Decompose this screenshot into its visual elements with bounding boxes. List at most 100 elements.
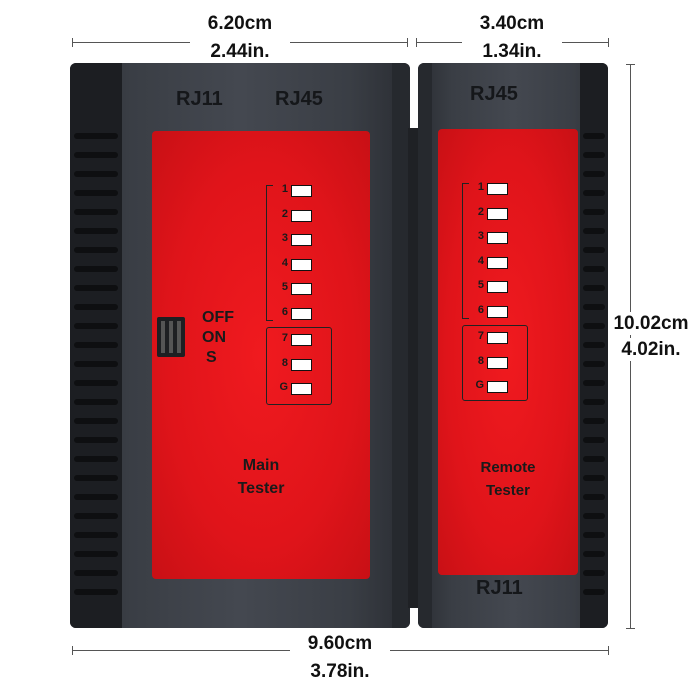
led-light xyxy=(487,356,508,369)
top-left-width-cm: 6.20cm xyxy=(190,12,290,35)
grip-ridge xyxy=(74,247,118,253)
led-light xyxy=(291,185,312,197)
led-number-label: 7 xyxy=(281,332,288,344)
grip-ridge xyxy=(74,437,118,443)
led-number-label: 5 xyxy=(281,281,288,293)
led-indicator-6: 6 xyxy=(276,306,326,320)
grip-ridge xyxy=(583,361,605,367)
bottom-width-cm: 9.60cm xyxy=(290,632,390,655)
led-number-label: 6 xyxy=(281,305,288,318)
dim-tick xyxy=(626,628,635,629)
led-light xyxy=(487,256,508,269)
led-light xyxy=(291,283,312,295)
grip-ridge xyxy=(74,152,118,158)
led-light xyxy=(291,383,312,395)
height-cm: 10.02cm xyxy=(604,312,698,335)
switch-slot xyxy=(169,321,173,353)
led-light xyxy=(291,334,312,346)
led-number-label: 1 xyxy=(281,183,288,195)
led-group-box xyxy=(266,327,332,405)
remote-led-group-box xyxy=(462,325,528,401)
power-switch[interactable] xyxy=(157,317,185,357)
top-right-width-cm: 3.40cm xyxy=(462,12,562,35)
grip-ridge xyxy=(74,399,118,405)
led-number-label: 1 xyxy=(477,181,484,193)
grip-ridge xyxy=(583,190,605,196)
main-left-grip xyxy=(70,63,122,628)
remote-led-group-bracket xyxy=(462,183,469,319)
switch-slot xyxy=(177,321,181,353)
grip-ridge xyxy=(74,361,118,367)
grip-ridge xyxy=(74,285,118,291)
led-number-label: 3 xyxy=(281,232,288,244)
grip-ridge xyxy=(583,247,605,253)
led-indicator-1: 1 xyxy=(472,181,522,195)
grip-ridge xyxy=(583,133,605,139)
led-indicator-G: G xyxy=(472,379,522,393)
switch-off-label: OFF xyxy=(202,309,234,326)
led-light xyxy=(291,307,312,320)
led-indicator-7: 7 xyxy=(472,330,522,344)
led-number-label: 3 xyxy=(477,230,484,242)
led-light xyxy=(291,358,312,371)
led-light xyxy=(291,258,312,271)
led-group-bracket xyxy=(266,185,273,321)
grip-ridge xyxy=(583,209,605,215)
led-number-label: G xyxy=(279,381,288,393)
grip-ridge xyxy=(583,323,605,329)
led-number-label: 5 xyxy=(477,279,484,291)
grip-ridge xyxy=(74,171,118,177)
dim-tick xyxy=(72,646,73,655)
led-indicator-5: 5 xyxy=(472,279,522,293)
top-left-width-in: 2.44in. xyxy=(190,40,290,63)
led-number-label: G xyxy=(475,379,484,391)
dim-tick xyxy=(626,64,635,65)
grip-ridge xyxy=(583,589,605,595)
grip-ridge xyxy=(74,532,118,538)
grip-ridge xyxy=(583,266,605,272)
led-indicator-2: 2 xyxy=(276,208,326,222)
grip-ridge xyxy=(583,380,605,386)
led-number-label: 2 xyxy=(281,207,288,220)
main-tester-name-1: Main xyxy=(242,457,280,474)
led-indicator-6: 6 xyxy=(472,304,522,318)
main-rj11-label: RJ11 xyxy=(176,88,223,110)
grip-ridge xyxy=(74,304,118,310)
grip-ridge xyxy=(74,228,118,234)
grip-ridge xyxy=(583,570,605,576)
led-number-label: 4 xyxy=(281,256,288,269)
grip-ridge xyxy=(583,152,605,158)
remote-rj11-label: RJ11 xyxy=(476,577,523,599)
led-light xyxy=(487,381,508,393)
grip-ridge xyxy=(74,570,118,576)
grip-ridge xyxy=(74,589,118,595)
bottom-width-in: 3.78in. xyxy=(290,660,390,683)
led-light xyxy=(487,183,508,195)
grip-ridge xyxy=(74,209,118,215)
grip-ridge xyxy=(583,456,605,462)
led-indicator-3: 3 xyxy=(276,232,326,246)
led-number-label: 6 xyxy=(477,303,484,316)
grip-ridge xyxy=(583,551,605,557)
grip-ridge xyxy=(583,532,605,538)
switch-slot xyxy=(161,321,165,353)
dim-tick xyxy=(72,38,73,47)
grip-ridge xyxy=(74,323,118,329)
grip-ridge xyxy=(583,399,605,405)
dim-tick xyxy=(416,38,417,47)
led-indicator-4: 4 xyxy=(276,257,326,271)
led-indicator-7: 7 xyxy=(276,332,326,346)
grip-ridge xyxy=(583,285,605,291)
grip-ridge xyxy=(74,380,118,386)
remote-tester-name-1: Remote xyxy=(480,459,536,476)
grip-ridge xyxy=(583,475,605,481)
top-right-width-in: 1.34in. xyxy=(462,40,562,63)
led-indicator-4: 4 xyxy=(472,255,522,269)
led-number-label: 7 xyxy=(477,330,484,342)
grip-ridge xyxy=(583,494,605,500)
led-light xyxy=(487,207,508,220)
led-indicator-3: 3 xyxy=(472,230,522,244)
